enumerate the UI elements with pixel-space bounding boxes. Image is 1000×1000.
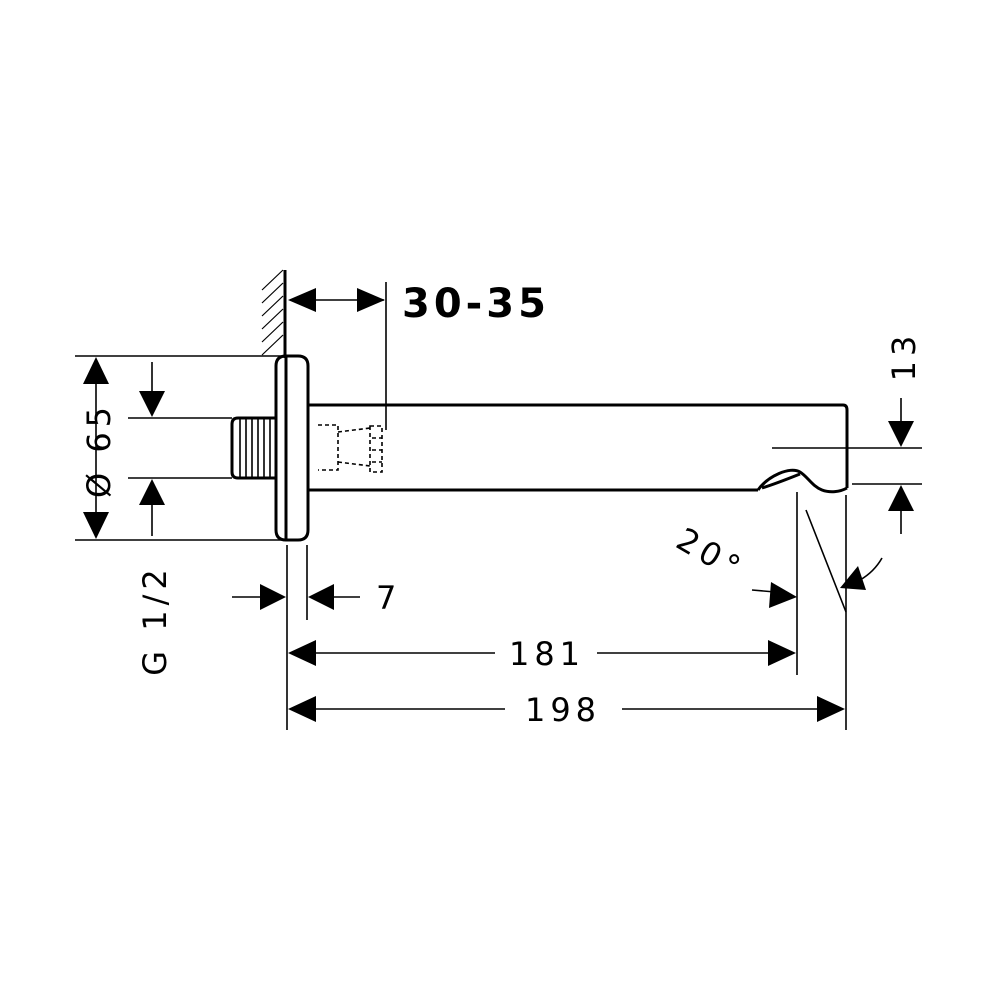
- label-thread: G 1/2: [136, 564, 174, 675]
- threaded-connector: [230, 416, 276, 480]
- dimension-outlet-reach: 181: [288, 492, 798, 675]
- label-wall-depth: 30-35: [402, 281, 550, 327]
- rosette: [274, 354, 310, 542]
- dimension-wall-depth: 30-35: [288, 281, 550, 430]
- label-outlet-height: 13: [885, 331, 923, 382]
- dimension-rosette-thickness: 7: [232, 545, 401, 730]
- spout-body: [308, 403, 849, 494]
- dimension-angle: 20°: [670, 509, 883, 613]
- label-total-length: 198: [525, 691, 601, 729]
- label-rosette-thickness: 7: [376, 579, 401, 617]
- hidden-thread: [318, 424, 383, 473]
- dimension-rosette-diameter: Ø 65: [75, 355, 282, 541]
- dimension-outlet-height: 13: [772, 331, 923, 534]
- wall: [261, 269, 287, 358]
- label-rosette-diameter: Ø 65: [80, 402, 118, 498]
- dimension-total-length: 198: [288, 495, 847, 730]
- dimension-thread: G 1/2: [128, 362, 232, 676]
- label-angle: 20°: [670, 520, 751, 589]
- label-outlet-reach: 181: [509, 635, 585, 673]
